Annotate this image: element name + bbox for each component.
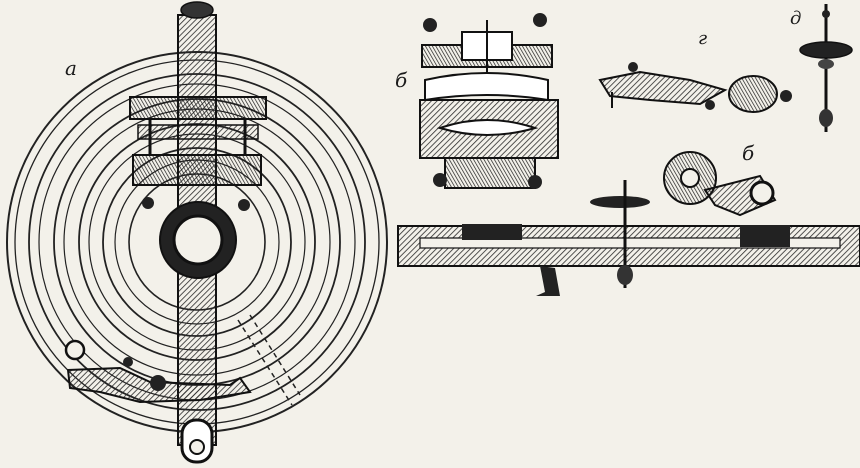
label-figure-b-top: б xyxy=(395,68,408,92)
label-figure-d: д xyxy=(790,8,802,29)
figure-a-hub xyxy=(159,201,237,279)
figure-b-rail-tool xyxy=(397,151,860,296)
figure-g-tool xyxy=(598,62,792,113)
figure-b-clamp xyxy=(419,13,559,189)
label-figure-b-right: б xyxy=(742,141,755,165)
label-figure-g: г xyxy=(698,28,708,49)
figure-a-bridge xyxy=(129,96,267,211)
figure-d-arbor xyxy=(799,4,853,132)
figure-a-regulator xyxy=(64,314,301,406)
label-figure-a: а xyxy=(65,56,77,80)
